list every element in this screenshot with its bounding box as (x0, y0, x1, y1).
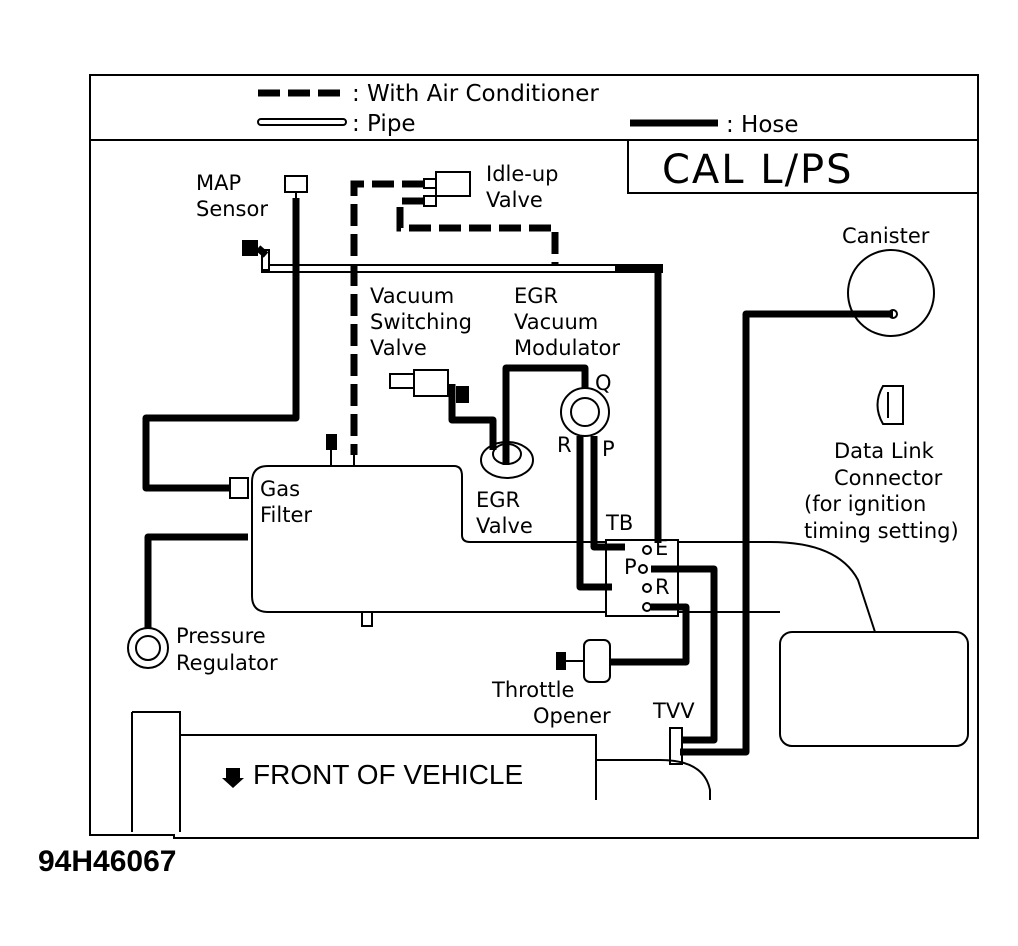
tvv-hose-a (651, 565, 718, 744)
fuel-rail-fitting (361, 611, 373, 627)
idle-up-valve-port-a (423, 178, 437, 189)
egr-modulator-body (560, 387, 610, 437)
figure-code: 94H46067 (38, 845, 176, 878)
tb-label: TB (605, 511, 633, 535)
throttle-opener-hose (610, 603, 690, 666)
vsv-label-1: Vacuum (370, 284, 454, 308)
legend-with-ac-label: : With Air Conditioner (352, 81, 599, 107)
egr-modulator-r-hose (576, 436, 612, 591)
ac-hose-idle-up-to-pipe (350, 180, 424, 455)
vsv-port (389, 373, 415, 389)
front-arrow-icon (222, 768, 244, 788)
port-q-label: Q (595, 371, 612, 395)
throttle-opener-label-1: Throttle (491, 678, 574, 702)
engine-outline (678, 541, 876, 633)
vsv-plug (456, 386, 469, 403)
legend-pipe-swatch (257, 118, 347, 126)
vsv-label-2: Switching (370, 310, 472, 334)
pressure-regulator-label-1: Pressure (176, 624, 266, 648)
map-sensor-label-1: MAP (196, 171, 241, 195)
pressure-regulator-hose (144, 533, 248, 628)
idle-up-valve-port-b (423, 195, 437, 207)
diagram-frame (89, 74, 979, 839)
tb-port-e-label: E (655, 536, 668, 560)
pressure-regulator-body (127, 627, 169, 669)
tb-port-throttle (642, 602, 652, 612)
tb-port-p (638, 564, 648, 574)
tb-port-r (642, 583, 652, 593)
map-sensor-body (284, 175, 308, 193)
intake-plenum-outline (251, 465, 607, 613)
tvv-hose-b (680, 310, 893, 756)
egr-modulator-q-hose (502, 364, 589, 465)
fuel-rail-plug-a (326, 434, 337, 450)
throttle-opener-label-2: Opener (533, 704, 611, 728)
egr-modulator-p-hose (590, 436, 625, 551)
vsv-hose (448, 384, 497, 450)
idle-up-valve-label-1: Idle-up (486, 162, 559, 186)
gas-filter-label-1: Gas (260, 477, 300, 501)
egr-valve-cap (492, 443, 522, 465)
title-box-text: CAL L/PS (662, 147, 854, 193)
idle-up-valve-body (435, 171, 471, 197)
throttle-opener-body (583, 639, 611, 683)
legend-pipe-label: : Pipe (352, 111, 416, 137)
gas-filter-fitting (229, 477, 249, 499)
egr-modulator-label-3: Modulator (514, 336, 620, 360)
idle-up-valve-label-2: Valve (486, 188, 543, 212)
front-of-vehicle-label: FRONT OF VEHICLE (253, 759, 523, 790)
tvv-body (669, 727, 683, 765)
throttle-opener-end (556, 652, 566, 670)
data-link-connector-icon (876, 385, 904, 425)
egr-valve-label-2: Valve (476, 514, 533, 538)
canister-body (847, 249, 935, 337)
engine-front-outline (596, 759, 711, 800)
tb-port-p-label: P (624, 555, 637, 579)
vacuum-pipe-cap (242, 240, 258, 256)
legend-hose-label: : Hose (726, 112, 799, 138)
ac-hose-idle-up-return (396, 197, 559, 265)
dlc-label-1: Data Link (834, 439, 935, 463)
title-box (627, 140, 978, 194)
map-sensor-label-2: Sensor (196, 197, 268, 221)
tvv-label: TVV (652, 699, 695, 723)
egr-modulator-inner (570, 397, 600, 427)
pressure-regulator-inner (135, 635, 161, 661)
dlc-label-4: timing setting) (804, 519, 959, 543)
vacuum-pipe-link (255, 245, 269, 258)
canister-port (888, 309, 898, 319)
egr-modulator-label-2: Vacuum (514, 310, 598, 334)
vsv-label-3: Valve (370, 336, 427, 360)
port-r-label: R (557, 433, 572, 457)
map-sensor-hose (142, 198, 300, 492)
egr-tb-hose (615, 264, 662, 543)
pressure-regulator-label-2: Regulator (176, 651, 278, 675)
battery-box (779, 631, 969, 747)
tb-port-r-label: R (655, 575, 670, 599)
egr-valve-body (480, 441, 534, 479)
dlc-label-3: (for ignition (804, 492, 926, 516)
tb-port-e (642, 545, 652, 555)
egr-valve-label-1: EGR (476, 488, 520, 512)
vsv-body (413, 369, 449, 397)
egr-modulator-label-1: EGR (514, 284, 558, 308)
vacuum-pipe (261, 264, 663, 273)
dlc-label-2: Connector (834, 466, 943, 490)
port-p-label: P (602, 437, 615, 461)
canister-label: Canister (842, 224, 930, 248)
gas-filter-label-2: Filter (260, 503, 312, 527)
throttle-body (605, 539, 679, 617)
